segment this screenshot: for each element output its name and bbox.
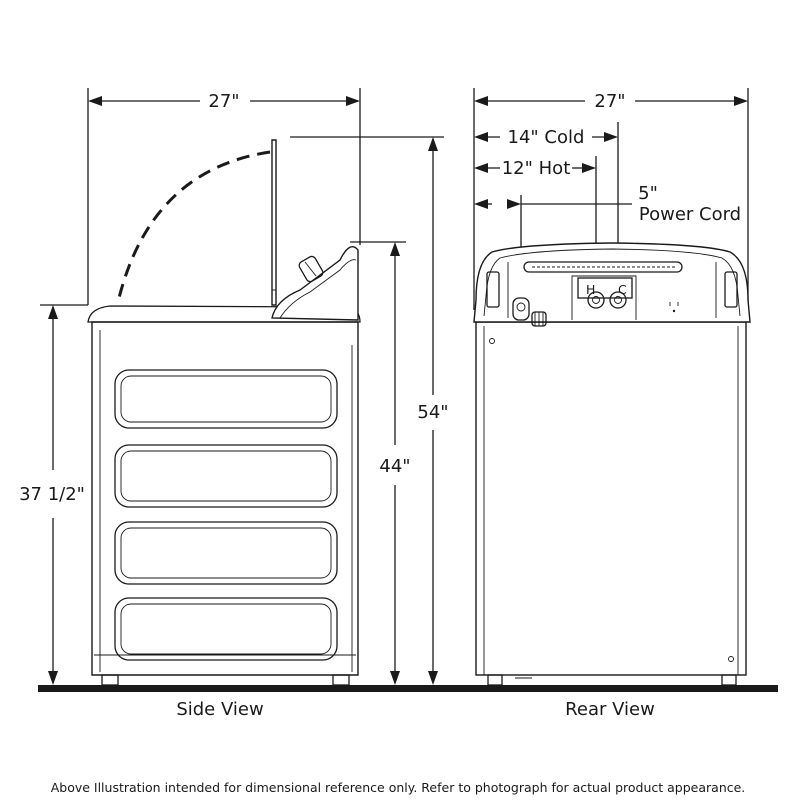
rear-view-drawing: 27" 14" Cold 12" Hot 5" Power Cord bbox=[473, 88, 751, 686]
power-cord-icon bbox=[512, 297, 547, 327]
rear-cold-label: 14" Cold bbox=[508, 127, 585, 148]
floor-line bbox=[38, 685, 778, 692]
water-inlet-icon: H C bbox=[577, 277, 633, 309]
side-width-label: 27" bbox=[208, 91, 239, 112]
cold-mark: C bbox=[618, 282, 627, 297]
side-console-height-label: 44" bbox=[379, 456, 410, 477]
side-view-label: Side View bbox=[176, 699, 263, 720]
rear-cord-value-label: 5" bbox=[638, 183, 658, 204]
ground-symbol-icon bbox=[669, 302, 679, 313]
lid-swing-arc bbox=[116, 150, 271, 303]
footnote-text: Above Illustration intended for dimensio… bbox=[51, 780, 746, 795]
side-view-drawing: 27" bbox=[19, 88, 449, 686]
side-lid-height-label: 54" bbox=[417, 402, 448, 423]
rear-view-label: Rear View bbox=[565, 699, 655, 720]
rear-cord-label: Power Cord bbox=[639, 204, 741, 225]
rear-hot-label: 12" Hot bbox=[502, 158, 571, 179]
knob-icon bbox=[298, 255, 324, 283]
hot-mark: H bbox=[586, 282, 595, 297]
side-cabinet-height-label: 37 1/2" bbox=[19, 484, 85, 505]
side-panel-ribs bbox=[114, 369, 338, 661]
rear-width-label: 27" bbox=[594, 91, 625, 112]
